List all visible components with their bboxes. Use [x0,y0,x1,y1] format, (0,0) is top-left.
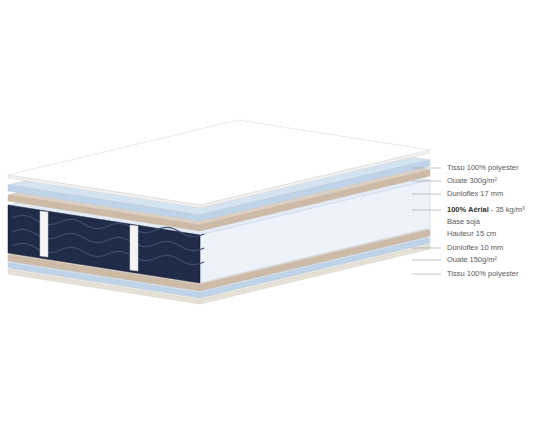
layer-label: Base soja [446,217,481,227]
leader-lines [412,168,441,274]
layer-label: Ouate 300g/m² [446,176,498,186]
top-fabric-layer [8,120,430,208]
layer-label: 100% Aérial [446,205,490,215]
layer-label: Hauteur 15 cm [446,229,497,239]
layer-label: Tissu 100% polyester [446,269,519,279]
layer-label: - 35 kg/m³ [490,205,526,215]
layer-label: Dunloflex 17 mm [446,189,504,199]
layer-label: Dunloflex 10 mm [446,243,504,253]
layer-label: Tissu 100% polyester [446,163,519,173]
cover-handles [40,211,138,271]
layer-label: Ouate 150g/m² [446,255,498,265]
